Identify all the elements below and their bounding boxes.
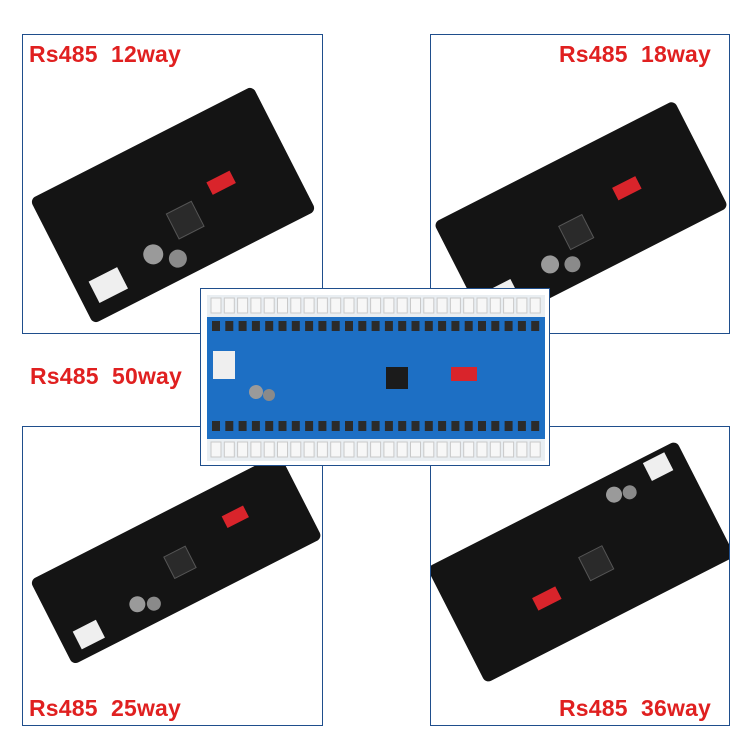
label-18way: Rs485 18way [559, 41, 712, 67]
panel-25way: Rs485 25way [22, 426, 323, 726]
board-25way-image [31, 455, 321, 664]
board-50way-image [207, 295, 545, 461]
panel-36way: Rs485 36way [430, 426, 730, 726]
label-12way: Rs485 12way [29, 41, 182, 67]
board-12way-image [31, 87, 315, 323]
label-50way: Rs485 50way [30, 363, 183, 389]
panel-12way: Rs485 12way [22, 34, 323, 334]
label-25way: Rs485 25way [29, 695, 182, 721]
label-36way: Rs485 36way [559, 695, 712, 721]
panel-18way: Rs485 18way [430, 34, 730, 334]
board-36way-image [431, 442, 729, 682]
panel-50way [200, 288, 550, 466]
